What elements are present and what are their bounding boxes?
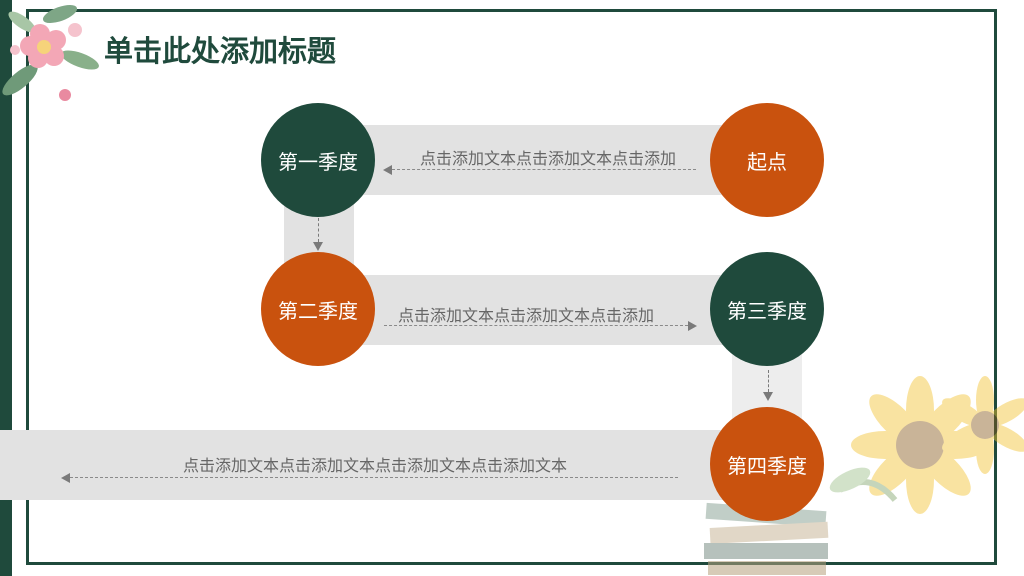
slide-title[interactable]: 单击此处添加标题 bbox=[104, 34, 337, 68]
dashed-line-q3-q4 bbox=[768, 370, 769, 392]
node-start[interactable]: 起点 bbox=[710, 103, 824, 217]
slide-frame bbox=[26, 9, 997, 565]
arrow-right-icon bbox=[688, 321, 697, 331]
node-q4-label: 第四季度 bbox=[727, 453, 807, 478]
arrow-down-icon bbox=[763, 392, 773, 401]
dashed-line-row3 bbox=[70, 477, 678, 478]
band-row3-text[interactable]: 点击添加文本点击添加文本点击添加文本点击添加文本 bbox=[183, 456, 568, 475]
arrow-down-icon bbox=[313, 242, 323, 251]
arrow-left-icon bbox=[61, 473, 70, 483]
band-row2-text[interactable]: 点击添加文本点击添加文本点击添加 bbox=[398, 306, 655, 325]
dashed-line-row2 bbox=[384, 325, 688, 326]
dashed-line-row1 bbox=[392, 169, 696, 170]
sunflower-icon bbox=[800, 370, 1024, 576]
node-q4[interactable]: 第四季度 bbox=[710, 407, 824, 521]
dashed-line-q1-q2 bbox=[318, 218, 319, 242]
node-q2-label: 第二季度 bbox=[278, 298, 358, 323]
node-q3[interactable]: 第三季度 bbox=[710, 252, 824, 366]
node-start-label: 起点 bbox=[747, 149, 787, 174]
band-row1-text[interactable]: 点击添加文本点击添加文本点击添加 bbox=[420, 149, 677, 168]
band-row3 bbox=[0, 430, 768, 500]
node-q1[interactable]: 第一季度 bbox=[261, 103, 375, 217]
band-row1 bbox=[318, 125, 768, 195]
flower-corner-icon bbox=[0, 0, 104, 116]
node-q1-label: 第一季度 bbox=[278, 149, 358, 174]
arrow-left-icon bbox=[383, 165, 392, 175]
band-row2 bbox=[318, 275, 768, 345]
node-q3-label: 第三季度 bbox=[727, 298, 807, 323]
node-q2[interactable]: 第二季度 bbox=[261, 252, 375, 366]
